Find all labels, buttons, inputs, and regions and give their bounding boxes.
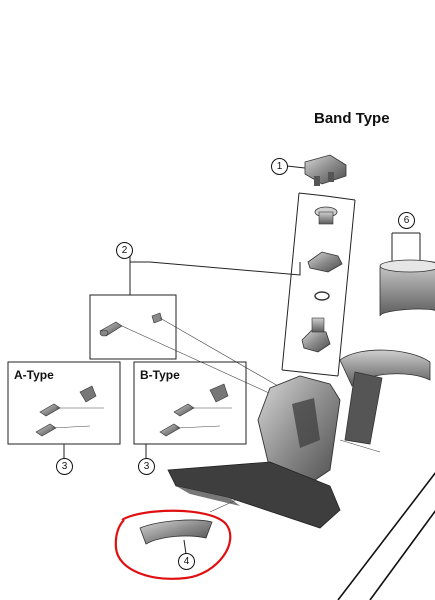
part-6-clamp-band (379, 232, 435, 317)
b-type-box (133, 361, 247, 458)
callout-1: 1 (271, 158, 288, 175)
fitting-stack (301, 206, 343, 353)
callout-4: 4 (178, 553, 195, 570)
a-type-box (7, 361, 121, 458)
callout-3-b: 3 (138, 458, 155, 475)
callout-3-a: 3 (56, 458, 73, 475)
part-2-leader (89, 250, 301, 360)
part-1-cap (286, 154, 347, 186)
frame-tube (337, 471, 435, 600)
fitting-bracket (281, 192, 356, 377)
highlight-circle (114, 509, 232, 580)
diagram-title: Band Type (314, 110, 390, 127)
derailleur-body (167, 349, 431, 529)
callout-2: 2 (116, 242, 133, 259)
part-2-screw (99, 312, 286, 399)
callout-6: 6 (398, 212, 415, 229)
a-type-label: A-Type (14, 368, 54, 382)
part-4-finger-piece (139, 519, 213, 555)
b-type-label: B-Type (140, 368, 180, 382)
